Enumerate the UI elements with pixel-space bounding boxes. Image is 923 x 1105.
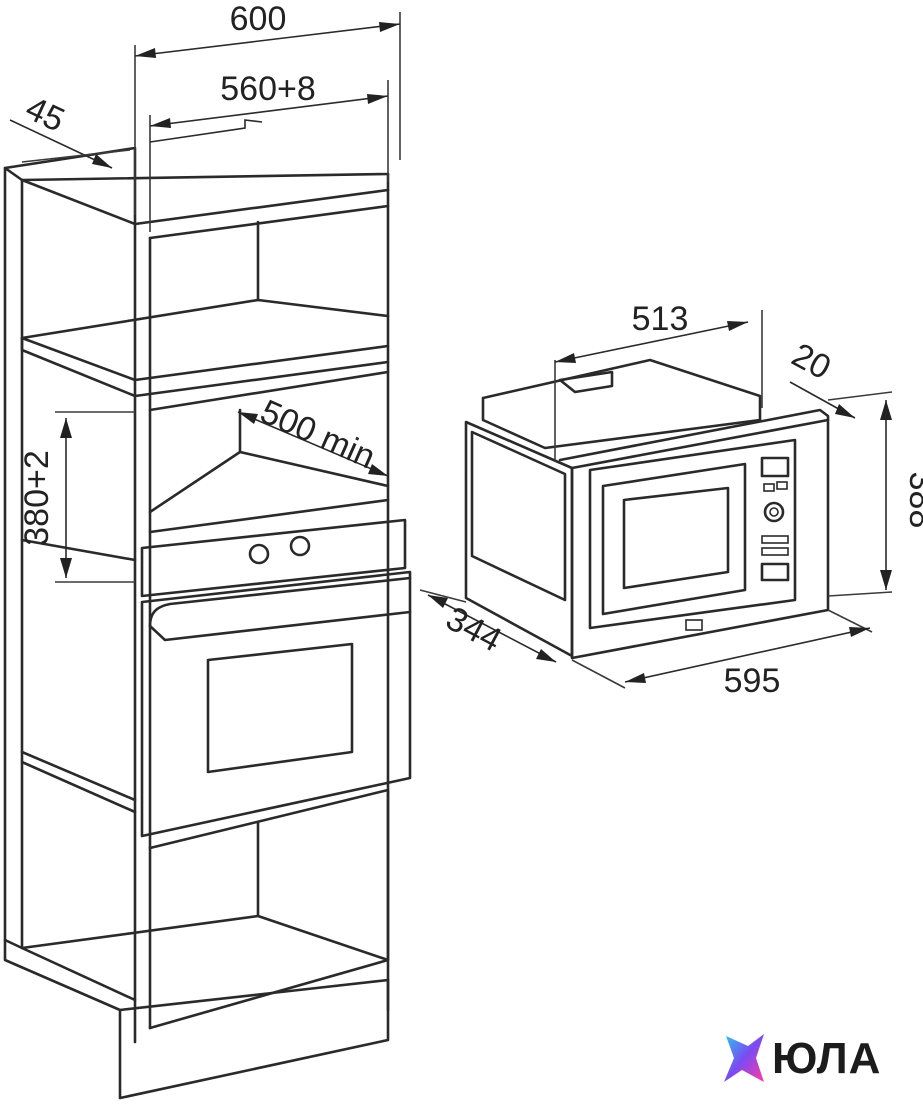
cabinet-plinth [3, 938, 390, 1100]
dim-560-line [149, 95, 389, 127]
microwave-dial [763, 501, 785, 523]
dim-500-label: 500 min. [255, 393, 390, 481]
microwave-display [760, 456, 790, 478]
microwave-side-inner [470, 430, 567, 602]
dim-45-ext [21, 149, 131, 163]
microwave-dial-center [769, 507, 779, 517]
dim-344-label: 344 [440, 599, 508, 659]
dim-45-arrow [92, 154, 112, 168]
cabinet-top-left [3, 146, 137, 226]
microwave-frame-top [570, 418, 830, 470]
oven-top-frame [140, 518, 407, 598]
shelf-1-top [20, 336, 390, 382]
dim-513-line [554, 321, 749, 363]
dim-388-ext-top [827, 391, 893, 401]
cabinet [3, 146, 407, 1100]
cabinet-left-panel-front [20, 178, 137, 1044]
dim-500-arrow-bottom [368, 464, 388, 476]
niche-top-edge [149, 119, 263, 143]
yula-logo-icon [724, 1034, 764, 1082]
oven-knob-right [289, 535, 311, 557]
dim-380-arrow-top [60, 418, 72, 438]
microwave-door-button [760, 562, 790, 582]
compartment-2-top [148, 370, 390, 412]
built-in-oven [140, 535, 412, 838]
dim-513-arrow-left [555, 353, 576, 363]
dim-600-line [134, 23, 401, 57]
microwave-window-inner [622, 486, 730, 590]
cabinet-plinth-top [118, 978, 390, 1012]
dim-344-line [427, 594, 557, 663]
microwave-btn-4 [761, 547, 789, 556]
dim-500-arrow-top [238, 412, 258, 424]
oven-handle [148, 576, 412, 628]
dim-595-arrow-left [625, 673, 646, 683]
dim-560-label: 560+8 [220, 70, 316, 108]
shelf-1-back [20, 298, 390, 340]
dim-600-label: 600 [230, 0, 287, 38]
yula-logo: ЮЛА [720, 1030, 915, 1092]
oven-handle-lower [148, 610, 412, 642]
dim-380-arrow-bottom [60, 558, 72, 578]
dim-600-arrow-right [379, 22, 400, 32]
dim-513-arrow-right [727, 321, 748, 331]
dim-500-line [237, 411, 389, 477]
dim-344-arrow-left [428, 595, 448, 608]
microwave-door [588, 438, 797, 630]
dim-560-arrow-right [367, 94, 388, 104]
dim-595-label: 595 [724, 662, 781, 700]
shelf-2-side [20, 538, 137, 562]
yula-logo-text: ЮЛА [772, 1034, 882, 1083]
cabinet-top-back [20, 172, 390, 182]
microwave [464, 358, 830, 660]
dim-388-arrow-bottom [880, 570, 892, 590]
microwave-frame [558, 408, 830, 660]
oven-window [206, 642, 354, 774]
lower-shelf-side [20, 750, 137, 802]
dim-595-arrow-right [849, 627, 870, 637]
bottom-floor [20, 914, 390, 962]
dim-380-label: 380+2 [18, 450, 56, 546]
lower-shelf-side-2 [20, 760, 137, 814]
dim-344-arrow-right [536, 649, 556, 662]
dim-513-label: 513 [632, 300, 689, 338]
oven-knob-left [248, 543, 270, 565]
oven-door [140, 570, 412, 838]
dim-20-label: 20 [786, 336, 837, 387]
shelf-1-front [20, 336, 390, 398]
microwave-btn-3 [761, 535, 789, 544]
cabinet-left-bottom [20, 946, 137, 1002]
microwave-top-case [481, 358, 762, 450]
microwave-badge [685, 619, 703, 631]
microwave-btn-2 [776, 481, 788, 490]
dim-600-arrow-left [135, 48, 156, 58]
dim-388-arrow-top [880, 400, 892, 420]
cabinet-dimensions: 600 560+8 45 500 min. 380+2 [9, 0, 401, 583]
dim-595-ext-left [571, 659, 626, 689]
cabinet-inner-top [148, 204, 390, 240]
dim-595-line [624, 627, 871, 683]
dim-344-ext-left [419, 589, 467, 603]
microwave-window-outer [601, 462, 747, 616]
shelf-2-front [148, 498, 390, 534]
cabinet-left-panel-edge [3, 166, 24, 950]
dim-560-arrow-left [150, 118, 171, 128]
dim-20-arrow [835, 404, 855, 418]
microwave-top-vent [558, 370, 614, 394]
dim-388-ext-bottom [827, 591, 893, 597]
shelf-2-back [148, 450, 390, 514]
dim-388-label: 388 [902, 472, 923, 529]
dim-45-label: 45 [20, 89, 70, 139]
microwave-btn-1 [763, 483, 775, 492]
